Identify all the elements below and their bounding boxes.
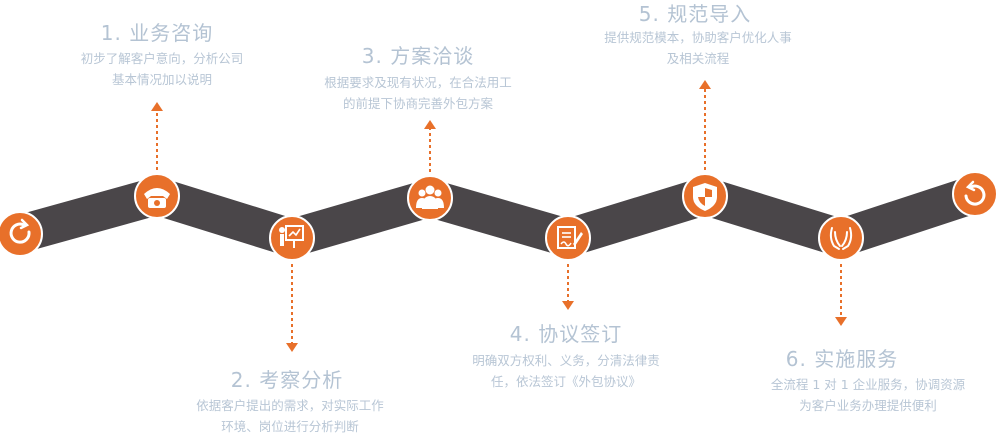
step-6-title: 6. 实施服务 <box>785 347 899 371</box>
step-node-2 <box>269 215 315 261</box>
step-node-3 <box>407 175 453 221</box>
step-3-title: 3. 方案洽谈 <box>361 44 475 68</box>
step-6-desc-line-1: 全流程 1 对 1 企业服务，协调资源 <box>770 377 966 392</box>
arrow-down-icon-2 <box>286 343 298 352</box>
step-3-description: 根据要求及现有状况，在合法用工 的前提下协商完善外包方案 <box>303 72 533 114</box>
end-node <box>952 171 998 217</box>
arrow-down-icon-4 <box>562 301 574 310</box>
step-6-description: 全流程 1 对 1 企业服务，协调资源 为客户业务办理提供便利 <box>753 374 983 416</box>
shield-icon <box>693 183 717 211</box>
step-3-desc-line-1: 根据要求及现有状况，在合法用工 <box>324 75 512 90</box>
telephone-icon <box>144 188 170 208</box>
arrow-down-icon-6 <box>835 317 847 326</box>
step-node-1 <box>134 173 180 219</box>
step-4-title: 4. 协议签订 <box>509 322 623 346</box>
step-1-desc-line-1: 初步了解客户意向，分析公司 <box>80 51 244 66</box>
document-sign-icon <box>557 226 583 249</box>
step-4-description: 明确双方权利、义务，分清法律责 任，依法签订《外包协议》 <box>451 350 681 392</box>
step-6-desc-line-2: 为客户业务办理提供便利 <box>799 398 937 413</box>
hands-icon <box>829 227 853 250</box>
refresh-circle-icon <box>9 218 31 244</box>
people-group-icon <box>416 185 444 209</box>
presentation-board-icon <box>279 225 304 248</box>
step-2-title: 2. 考察分析 <box>230 368 344 392</box>
step-4-desc-line-2: 任，依法签订《外包协议》 <box>490 374 641 389</box>
arrow-up-icon-1 <box>151 102 163 111</box>
step-1-description: 初步了解客户意向，分析公司 基本情况加以说明 <box>47 48 277 90</box>
step-2-desc-line-2: 环境、岗位进行分析判断 <box>221 419 359 434</box>
step-1-desc-line-2: 基本情况加以说明 <box>111 72 212 87</box>
step-1-title: 1. 业务咨询 <box>100 21 214 45</box>
connectors <box>151 80 847 352</box>
step-5-desc-line-1: 提供规范模本，协助客户优化人事 <box>604 30 792 45</box>
arrow-up-icon-3 <box>424 120 436 129</box>
step-4-desc-line-1: 明确双方权利、义务，分清法律责 <box>472 353 660 368</box>
step-5-desc-line-2: 及相关流程 <box>666 51 730 66</box>
step-3-desc-line-2: 的前提下协商完善外包方案 <box>342 96 493 111</box>
refresh-circle-icon <box>964 180 986 206</box>
step-node-5 <box>682 173 728 219</box>
zigzag-band <box>14 175 981 258</box>
step-5-description: 提供规范模本，协助客户优化人事 及相关流程 <box>583 27 813 69</box>
step-2-description: 依据客户提出的需求，对实际工作 环境、岗位进行分析判断 <box>175 395 405 437</box>
step-node-6 <box>818 215 864 261</box>
start-node <box>0 211 43 257</box>
arrow-up-icon-5 <box>699 80 711 89</box>
step-node-4 <box>545 215 591 261</box>
step-2-desc-line-1: 依据客户提出的需求，对实际工作 <box>196 398 384 413</box>
step-5-title: 5. 规范导入 <box>638 2 752 26</box>
